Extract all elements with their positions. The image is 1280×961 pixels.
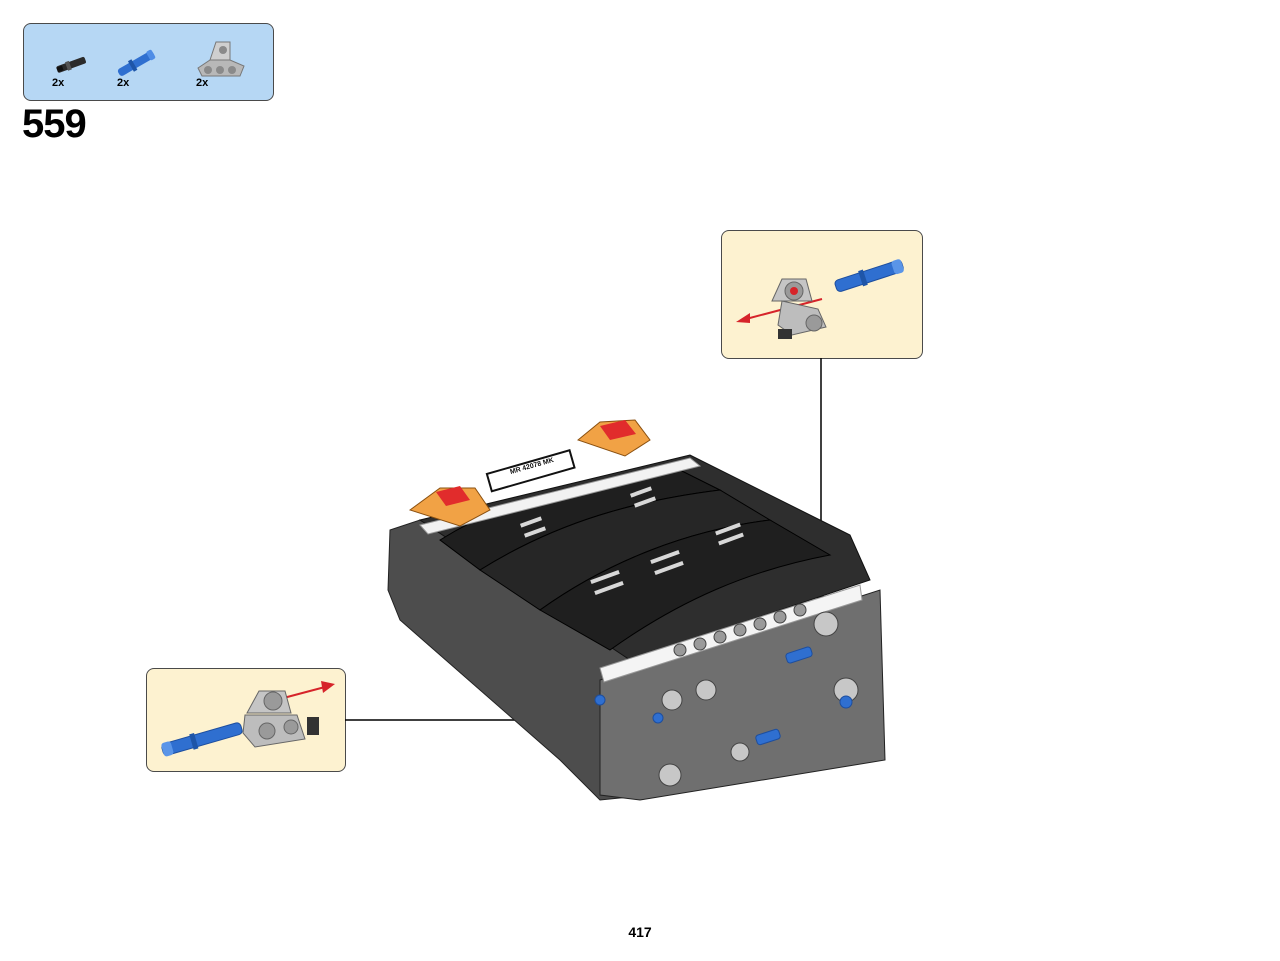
black-connector-pin-icon bbox=[56, 56, 86, 73]
frame-body bbox=[387, 419, 886, 801]
callout-top-illustration bbox=[736, 259, 904, 339]
callout-left-detail bbox=[146, 668, 346, 772]
callout-left-illustration bbox=[161, 681, 335, 757]
step-number: 559 bbox=[22, 102, 87, 146]
page-number: 417 bbox=[628, 924, 652, 940]
number-plate bbox=[485, 449, 576, 493]
part-quantity-1: 2x bbox=[52, 77, 65, 89]
callout-top-detail bbox=[721, 230, 923, 359]
part-quantity-2: 2x bbox=[117, 77, 130, 89]
blue-axle-pin-icon bbox=[117, 49, 156, 76]
part-quantity-3: 2x bbox=[196, 77, 209, 89]
parts-list-box: 2x 2x 2x bbox=[23, 23, 274, 101]
grey-double-pin-connector-icon bbox=[197, 41, 245, 77]
